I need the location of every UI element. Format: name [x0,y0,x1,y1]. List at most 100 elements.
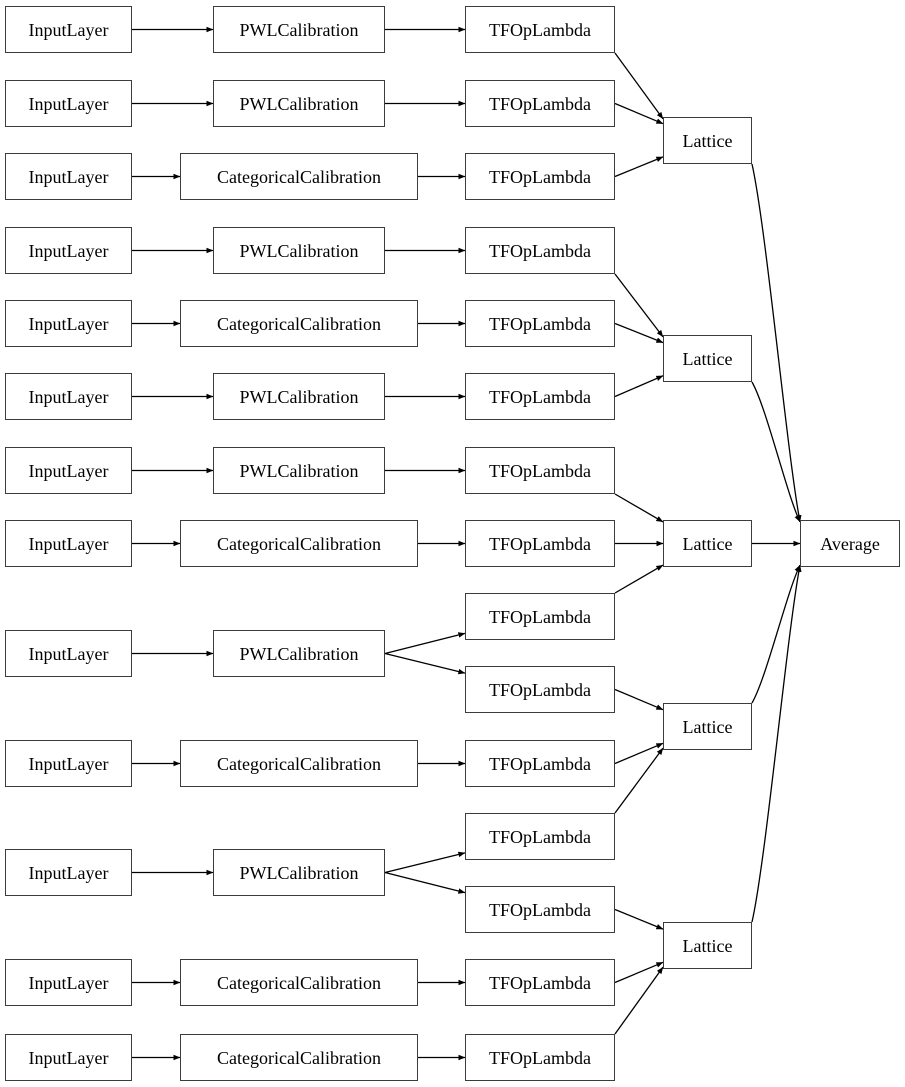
node-cal11[interactable]: PWLCalibration [213,849,385,896]
node-op11[interactable]: TFOpLambda [465,740,615,787]
edge-cal11-to-op12 [384,851,466,874]
node-in5[interactable]: InputLayer [5,300,132,347]
node-cal1[interactable]: PWLCalibration [213,6,385,53]
node-label: TFOpLambda [489,240,591,261]
node-label: InputLayer [28,240,109,261]
edge-cal11-to-op13 [384,871,466,894]
node-in2[interactable]: InputLayer [5,80,132,127]
edge-op2-to-lat1 [614,102,664,125]
node-label: TFOpLambda [489,753,591,774]
node-label: InputLayer [28,753,109,774]
edge-op10-to-lat4 [614,688,664,711]
node-in10[interactable]: InputLayer [5,740,132,787]
node-cal12[interactable]: CategoricalCalibration [180,959,418,1006]
node-cal4[interactable]: PWLCalibration [213,227,385,274]
node-lat1[interactable]: Lattice [663,117,752,164]
node-label: PWLCalibration [239,240,359,261]
edge-op11-to-lat4 [614,742,664,765]
node-label: InputLayer [28,460,109,481]
node-op14[interactable]: TFOpLambda [465,959,615,1006]
node-op8[interactable]: TFOpLambda [465,520,615,567]
node-op7[interactable]: TFOpLambda [465,447,615,494]
node-cal9[interactable]: PWLCalibration [213,630,385,677]
node-label: TFOpLambda [489,826,591,847]
node-op3[interactable]: TFOpLambda [465,153,615,200]
node-in8[interactable]: InputLayer [5,520,132,567]
node-label: TFOpLambda [489,1047,591,1068]
node-lat5[interactable]: Lattice [663,922,752,969]
node-label: InputLayer [28,166,109,187]
node-label: PWLCalibration [239,386,359,407]
node-in7[interactable]: InputLayer [5,447,132,494]
node-in6[interactable]: InputLayer [5,373,132,420]
node-label: Lattice [682,716,733,737]
node-label: CategoricalCalibration [217,166,381,187]
node-op2[interactable]: TFOpLambda [465,80,615,127]
node-label: PWLCalibration [239,19,359,40]
edge-op5-to-lat2 [614,322,664,344]
node-lat4[interactable]: Lattice [663,703,752,750]
node-label: TFOpLambda [489,313,591,334]
node-label: CategoricalCalibration [217,313,381,334]
node-label: CategoricalCalibration [217,1047,381,1068]
node-label: TFOpLambda [489,899,591,920]
node-label: InputLayer [28,862,109,883]
node-op9[interactable]: TFOpLambda [465,593,615,640]
node-op15[interactable]: TFOpLambda [465,1034,615,1081]
node-label: TFOpLambda [489,386,591,407]
node-cal3[interactable]: CategoricalCalibration [180,153,418,200]
node-label: InputLayer [28,93,109,114]
edge-lat1-to-avg [751,163,802,523]
edge-cal9-to-op9 [384,632,466,655]
edge-op9-to-lat3 [614,564,664,594]
node-label: CategoricalCalibration [217,533,381,554]
node-lat3[interactable]: Lattice [663,520,752,567]
node-lat2[interactable]: Lattice [663,335,752,382]
node-label: InputLayer [28,386,109,407]
node-op5[interactable]: TFOpLambda [465,300,615,347]
node-label: Lattice [682,348,733,369]
node-cal5[interactable]: CategoricalCalibration [180,300,418,347]
node-cal10[interactable]: CategoricalCalibration [180,740,418,787]
node-cal7[interactable]: PWLCalibration [213,447,385,494]
edge-op12-to-lat4 [614,747,664,814]
node-op12[interactable]: TFOpLambda [465,813,615,860]
node-label: TFOpLambda [489,460,591,481]
node-in9[interactable]: InputLayer [5,630,132,677]
node-label: TFOpLambda [489,93,591,114]
node-avg[interactable]: Average [800,520,900,567]
node-op1[interactable]: TFOpLambda [465,6,615,53]
node-in1[interactable]: InputLayer [5,6,132,53]
node-in4[interactable]: InputLayer [5,227,132,274]
node-op13[interactable]: TFOpLambda [465,886,615,933]
node-cal2[interactable]: PWLCalibration [213,80,385,127]
node-cal8[interactable]: CategoricalCalibration [180,520,418,567]
edge-cal9-to-op10 [384,652,466,675]
node-label: InputLayer [28,643,109,664]
edge-op14-to-lat5 [614,961,664,984]
node-label: InputLayer [28,533,109,554]
node-cal6[interactable]: PWLCalibration [213,373,385,420]
node-op10[interactable]: TFOpLambda [465,666,615,713]
edge-op4-to-lat2 [614,273,664,338]
node-in13[interactable]: InputLayer [5,1034,132,1081]
node-in12[interactable]: InputLayer [5,959,132,1006]
edge-lat4-to-avg [751,564,801,704]
node-label: CategoricalCalibration [217,972,381,993]
edge-lat5-to-avg [751,564,802,923]
node-label: InputLayer [28,972,109,993]
node-label: PWLCalibration [239,460,359,481]
node-label: CategoricalCalibration [217,753,381,774]
node-label: PWLCalibration [239,93,359,114]
node-label: TFOpLambda [489,533,591,554]
node-in11[interactable]: InputLayer [5,849,132,896]
edge-lat2-to-avg [751,381,801,523]
node-label: InputLayer [28,1047,109,1068]
node-label: PWLCalibration [239,862,359,883]
node-op4[interactable]: TFOpLambda [465,227,615,274]
node-op6[interactable]: TFOpLambda [465,373,615,420]
node-in3[interactable]: InputLayer [5,153,132,200]
node-label: TFOpLambda [489,972,591,993]
node-cal13[interactable]: CategoricalCalibration [180,1034,418,1081]
